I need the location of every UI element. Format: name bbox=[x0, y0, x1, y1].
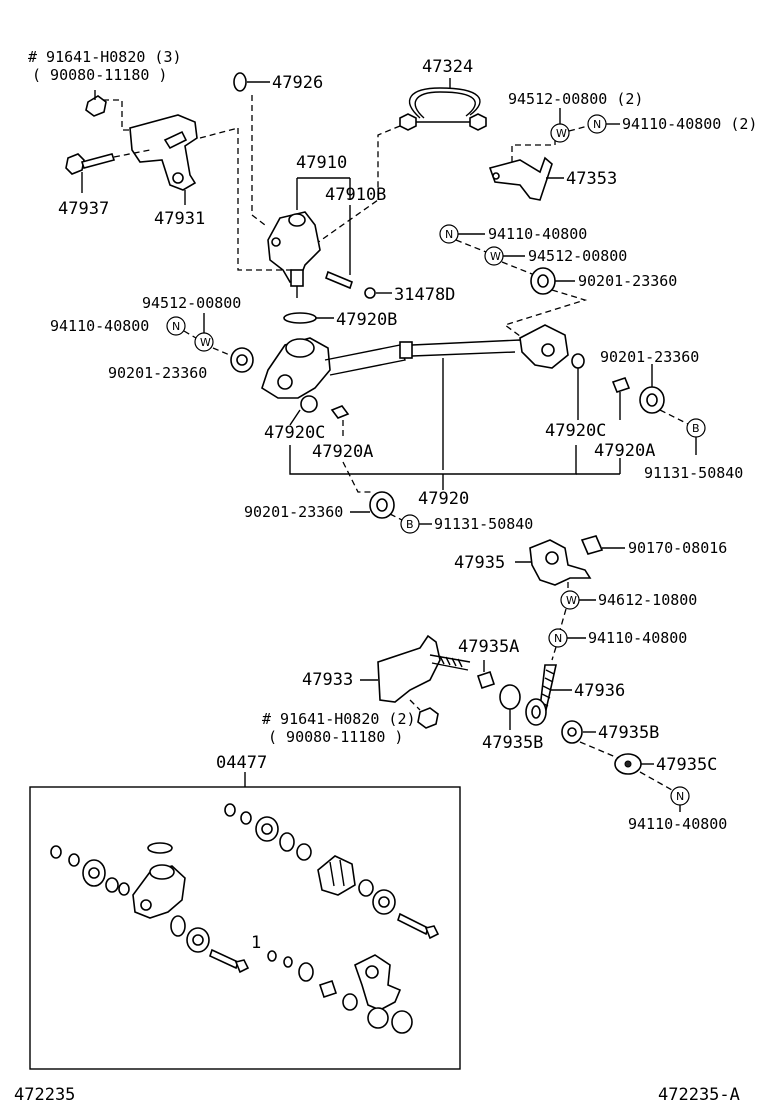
label-47935a: 47935A bbox=[458, 637, 519, 657]
cap-31478d bbox=[364, 287, 392, 299]
label-47935b-left: 47935B bbox=[482, 733, 543, 753]
washer-94612: W bbox=[559, 590, 596, 631]
label-47920c-left: 47920C bbox=[264, 423, 325, 443]
svg-text:W: W bbox=[200, 336, 211, 349]
label-94512-b: 94512-00800 bbox=[528, 247, 627, 265]
svg-text:N: N bbox=[676, 790, 684, 803]
hose-assembly-47920 bbox=[261, 324, 569, 470]
washer-90201-c bbox=[639, 364, 689, 425]
label-90201-b: 90201-23360 bbox=[108, 364, 207, 382]
label-94612: 94612-10800 bbox=[598, 591, 697, 609]
label-90201-d: 90201-23360 bbox=[244, 503, 343, 521]
washer-90201-d bbox=[350, 491, 395, 519]
label-90201-c: 90201-23360 bbox=[600, 348, 699, 366]
nut-94110-d: N bbox=[548, 628, 586, 661]
svg-text:B: B bbox=[406, 518, 414, 531]
washer-94512-c: W bbox=[183, 313, 214, 352]
label-94110-e: 94110-40800 bbox=[628, 815, 727, 833]
lever-47935 bbox=[515, 539, 592, 592]
label-94110-d: 94110-40800 bbox=[588, 629, 687, 647]
nut-94110-b: N bbox=[439, 224, 485, 244]
label-91641-bot: # 91641-H0820 (2) bbox=[262, 710, 416, 728]
cap-47935b-left bbox=[499, 684, 521, 730]
svg-text:N: N bbox=[445, 228, 453, 241]
bolt-91641-top bbox=[85, 90, 160, 131]
label-94512-top: 94512-00800 (2) bbox=[508, 90, 643, 108]
footer-right: 472235-A bbox=[658, 1085, 740, 1105]
svg-text:W: W bbox=[490, 250, 501, 263]
label-47920a-left: 47920A bbox=[312, 442, 373, 462]
label-47935b-right: 47935B bbox=[598, 723, 659, 743]
label-47936: 47936 bbox=[574, 681, 625, 701]
label-47937: 47937 bbox=[58, 199, 109, 219]
svg-text:N: N bbox=[554, 632, 562, 645]
label-90201-a: 90201-23360 bbox=[578, 272, 677, 290]
label-47935: 47935 bbox=[454, 553, 505, 573]
label-47926: 47926 bbox=[272, 73, 323, 93]
label-31478d: 31478D bbox=[394, 285, 455, 305]
svg-text:B: B bbox=[692, 422, 700, 435]
label-91131-a: 91131-50840 bbox=[644, 464, 743, 482]
label-47931: 47931 bbox=[154, 209, 205, 229]
label-47353: 47353 bbox=[566, 169, 617, 189]
pin-47920a-right bbox=[611, 377, 631, 420]
nut-94110-c: N bbox=[166, 316, 186, 336]
label-47920c-right: 47920C bbox=[545, 421, 606, 441]
footer-left: 472235 bbox=[14, 1085, 75, 1105]
svg-text:N: N bbox=[172, 320, 180, 333]
washer-47935c bbox=[579, 741, 673, 791]
svg-text:W: W bbox=[566, 594, 577, 607]
label-47920b: 47920B bbox=[336, 310, 397, 330]
label-47910b: 47910B bbox=[325, 185, 386, 205]
label-91641-top: # 91641-H0820 (3) bbox=[28, 48, 182, 66]
fitting-47910b bbox=[325, 205, 353, 290]
label-47935c: 47935C bbox=[656, 755, 717, 775]
cap-47920c-right bbox=[571, 353, 585, 420]
eyebolt-47936 bbox=[525, 664, 572, 726]
kit-parts-04477 bbox=[50, 803, 440, 1034]
label-47920a-right: 47920A bbox=[594, 441, 655, 461]
label-47324: 47324 bbox=[422, 57, 473, 77]
label-90170: 90170-08016 bbox=[628, 539, 727, 557]
label-94110-c: 94110-40800 bbox=[50, 317, 149, 335]
nut-94110-e: N bbox=[670, 786, 690, 812]
washer-94512-b: W bbox=[455, 239, 525, 266]
nut-94110-top: N bbox=[568, 114, 620, 134]
label-94110-top: 94110-40800 (2) bbox=[622, 115, 757, 133]
label-90080-bot: ( 90080-11180 ) bbox=[268, 728, 403, 746]
label-04477: 04477 bbox=[216, 753, 267, 773]
valve-47910 bbox=[267, 177, 351, 298]
washer-94512-top: W bbox=[550, 108, 570, 143]
hose-47324 bbox=[299, 78, 487, 256]
label-kit-1: 1 bbox=[251, 933, 261, 953]
pin-47920a-left bbox=[330, 405, 350, 440]
bolt-91131-b: B bbox=[389, 513, 432, 534]
label-47933: 47933 bbox=[302, 670, 353, 690]
bolt-91131-a: B bbox=[686, 418, 706, 455]
bolt-91641-bot bbox=[409, 699, 439, 729]
label-47910: 47910 bbox=[296, 153, 347, 173]
svg-text:N: N bbox=[593, 118, 601, 131]
washer-90201-a bbox=[501, 261, 588, 337]
kit-box-04477 bbox=[29, 786, 461, 1070]
bracket-47931 bbox=[129, 114, 198, 205]
bolt-47937 bbox=[65, 149, 151, 193]
svg-text:W: W bbox=[556, 127, 567, 140]
washer-90201-b bbox=[212, 347, 254, 373]
pin-47935a bbox=[476, 660, 496, 690]
label-91131-b: 91131-50840 bbox=[434, 515, 533, 533]
cap-47920c-left bbox=[289, 395, 318, 426]
cap-47935b-right bbox=[561, 720, 596, 744]
label-94110-b: 94110-40800 bbox=[488, 225, 587, 243]
bracket-47353 bbox=[488, 128, 564, 201]
label-47920: 47920 bbox=[418, 489, 469, 509]
label-90080-top: ( 90080-11180 ) bbox=[32, 66, 167, 84]
bushing-90170 bbox=[580, 535, 625, 555]
oring-47920b bbox=[283, 312, 334, 324]
cap-47926 bbox=[233, 72, 270, 226]
label-94512-c: 94512-00800 bbox=[142, 294, 241, 312]
bracket-47933 bbox=[360, 634, 471, 703]
